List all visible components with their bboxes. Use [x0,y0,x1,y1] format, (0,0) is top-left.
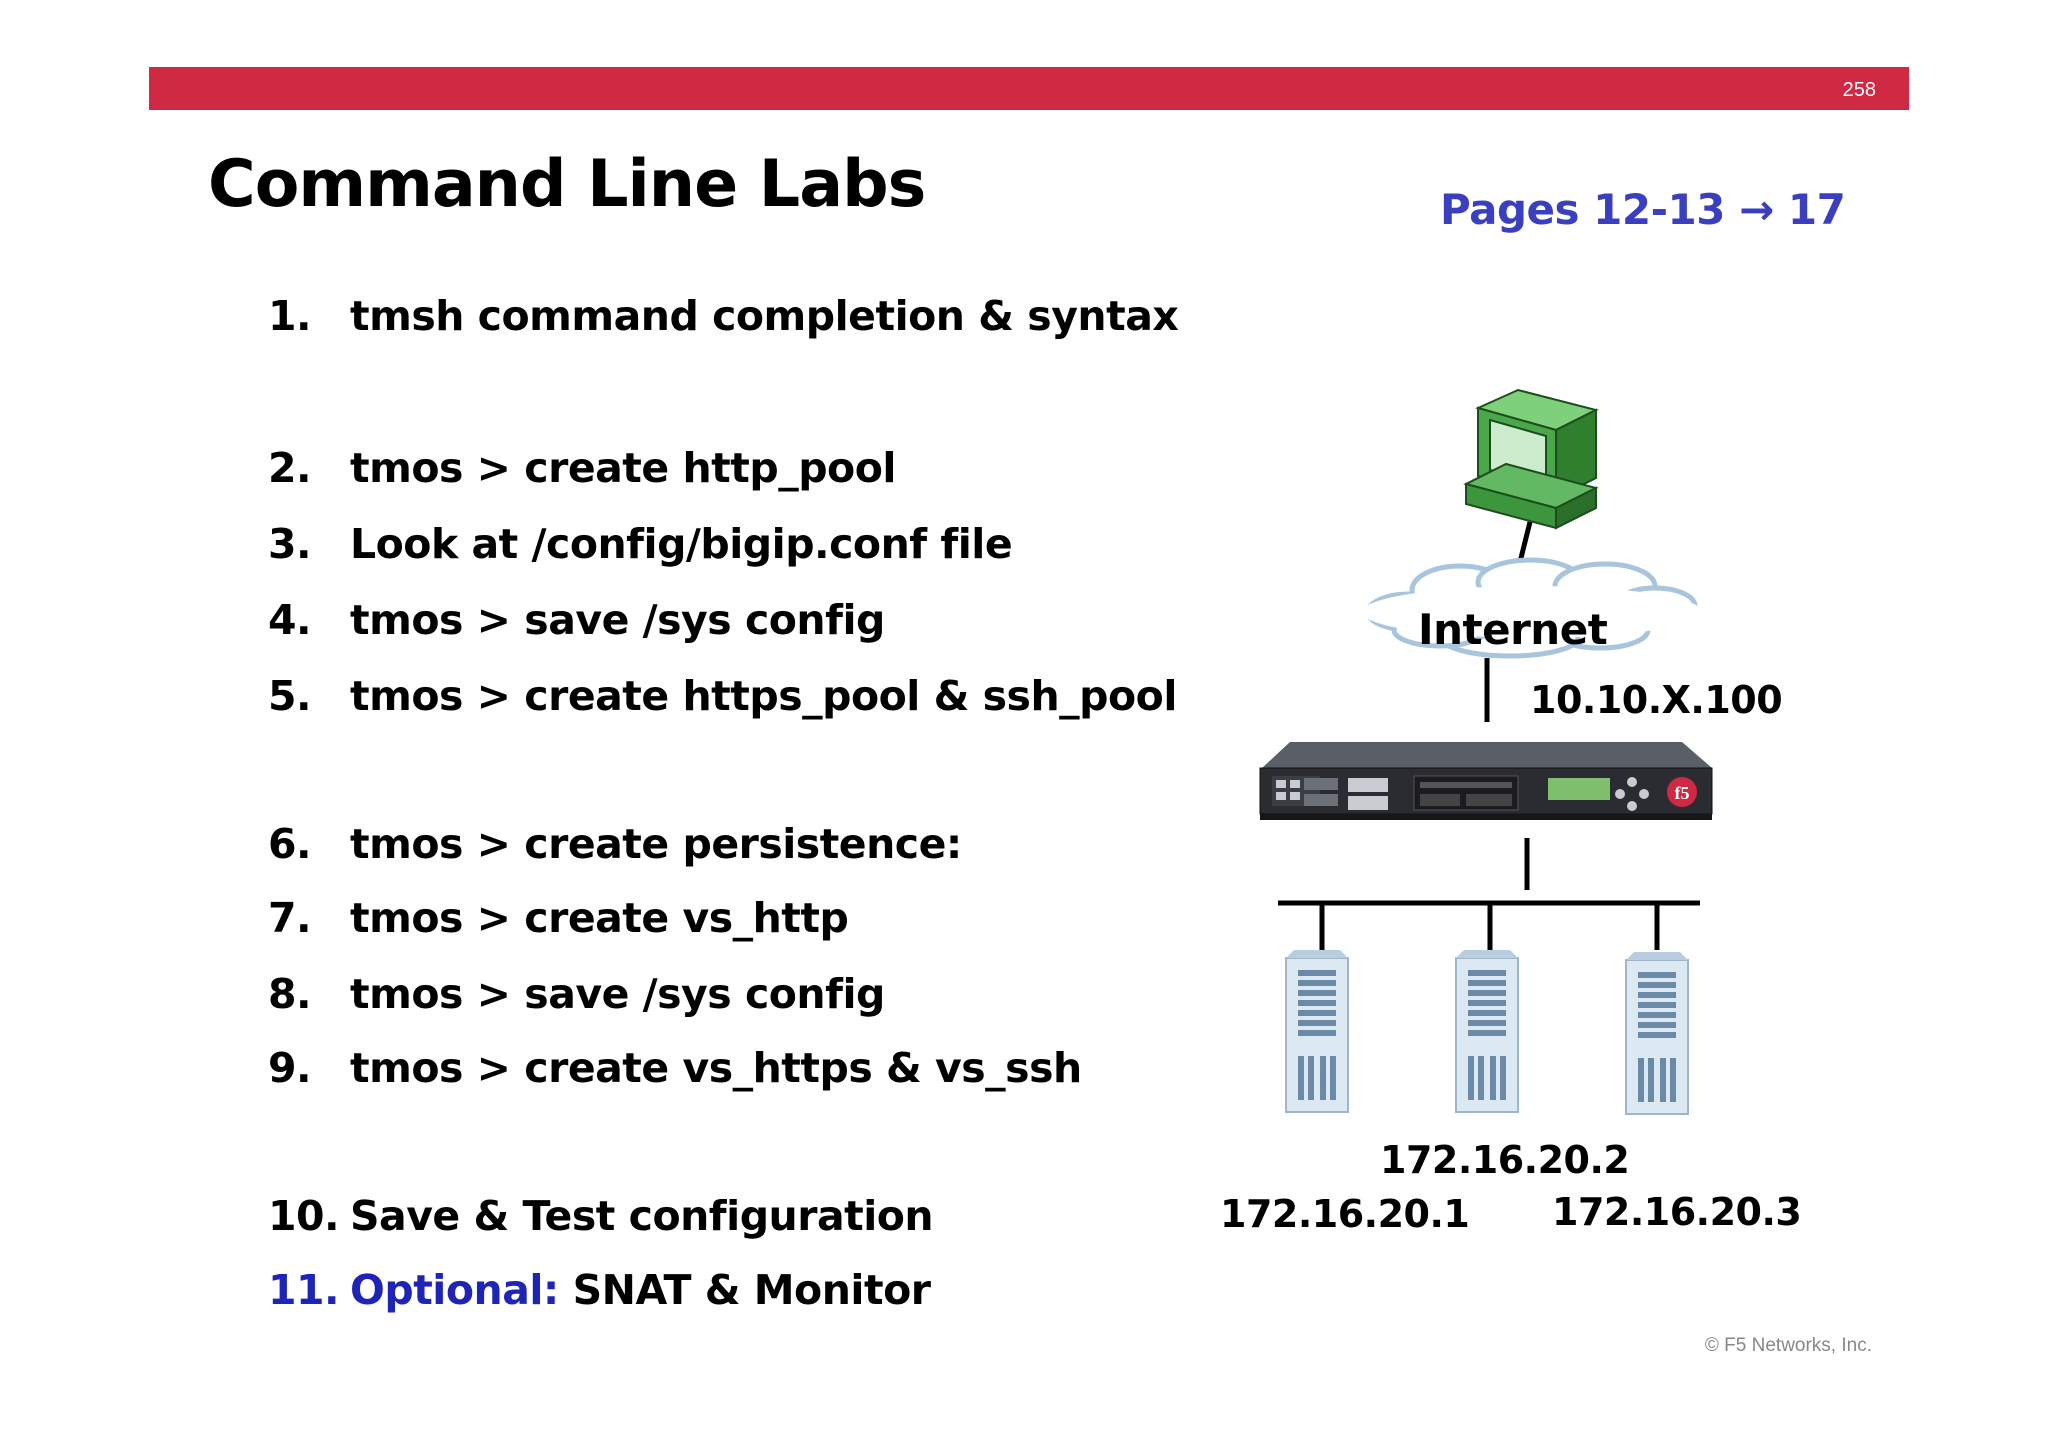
internet-cloud-icon [1362,557,1702,659]
server-connection-lines [1278,838,1700,950]
server-ip-label: 172.16.20.2 [1380,1138,1630,1182]
lab-item: 9.tmos > create vs_https & vs_ssh [268,1044,1082,1092]
lab-item: 6.tmos > create persistence: [268,820,962,868]
svg-text:f5: f5 [1675,783,1690,803]
server-icon [1455,950,1519,1113]
bigip-appliance-icon: f5 [1259,742,1713,820]
server-ip-label: 172.16.20.3 [1552,1190,1802,1234]
copyright: © F5 Networks, Inc. [1704,1335,1872,1356]
lab-item: 3.Look at /config/bigip.conf file [268,520,1013,568]
client-computer-icon [1463,388,1599,530]
internet-label: Internet [1418,605,1608,654]
lab-item: 8.tmos > save /sys config [268,970,885,1018]
slide-number: 258 [1842,79,1876,101]
slide-title: Command Line Labs [208,147,926,222]
lab-item-optional: 11.Optional: SNAT & Monitor [268,1266,931,1314]
lab-item: 2.tmos > create http_pool [268,444,896,492]
pages-reference: Pages 12-13 → 17 [1440,185,1846,234]
lab-item: 10.Save & Test configuration [268,1192,934,1240]
server-icon [1625,952,1689,1115]
lab-item: 1.tmsh command completion & syntax [268,292,1179,340]
header-bar: 258 [149,67,1909,110]
server-ip-label: 172.16.20.1 [1220,1192,1470,1236]
virtual-ip-label: 10.10.X.100 [1530,678,1783,722]
lab-list: 1.tmsh command completion & syntax 2.tmo… [268,292,1179,1314]
server-icon [1285,950,1349,1113]
lab-item: 7.tmos > create vs_http [268,894,849,942]
optional-label: Optional: [350,1266,559,1314]
lab-item: 5.tmos > create https_pool & ssh_pool [268,672,1177,720]
lab-item: 4.tmos > save /sys config [268,596,885,644]
